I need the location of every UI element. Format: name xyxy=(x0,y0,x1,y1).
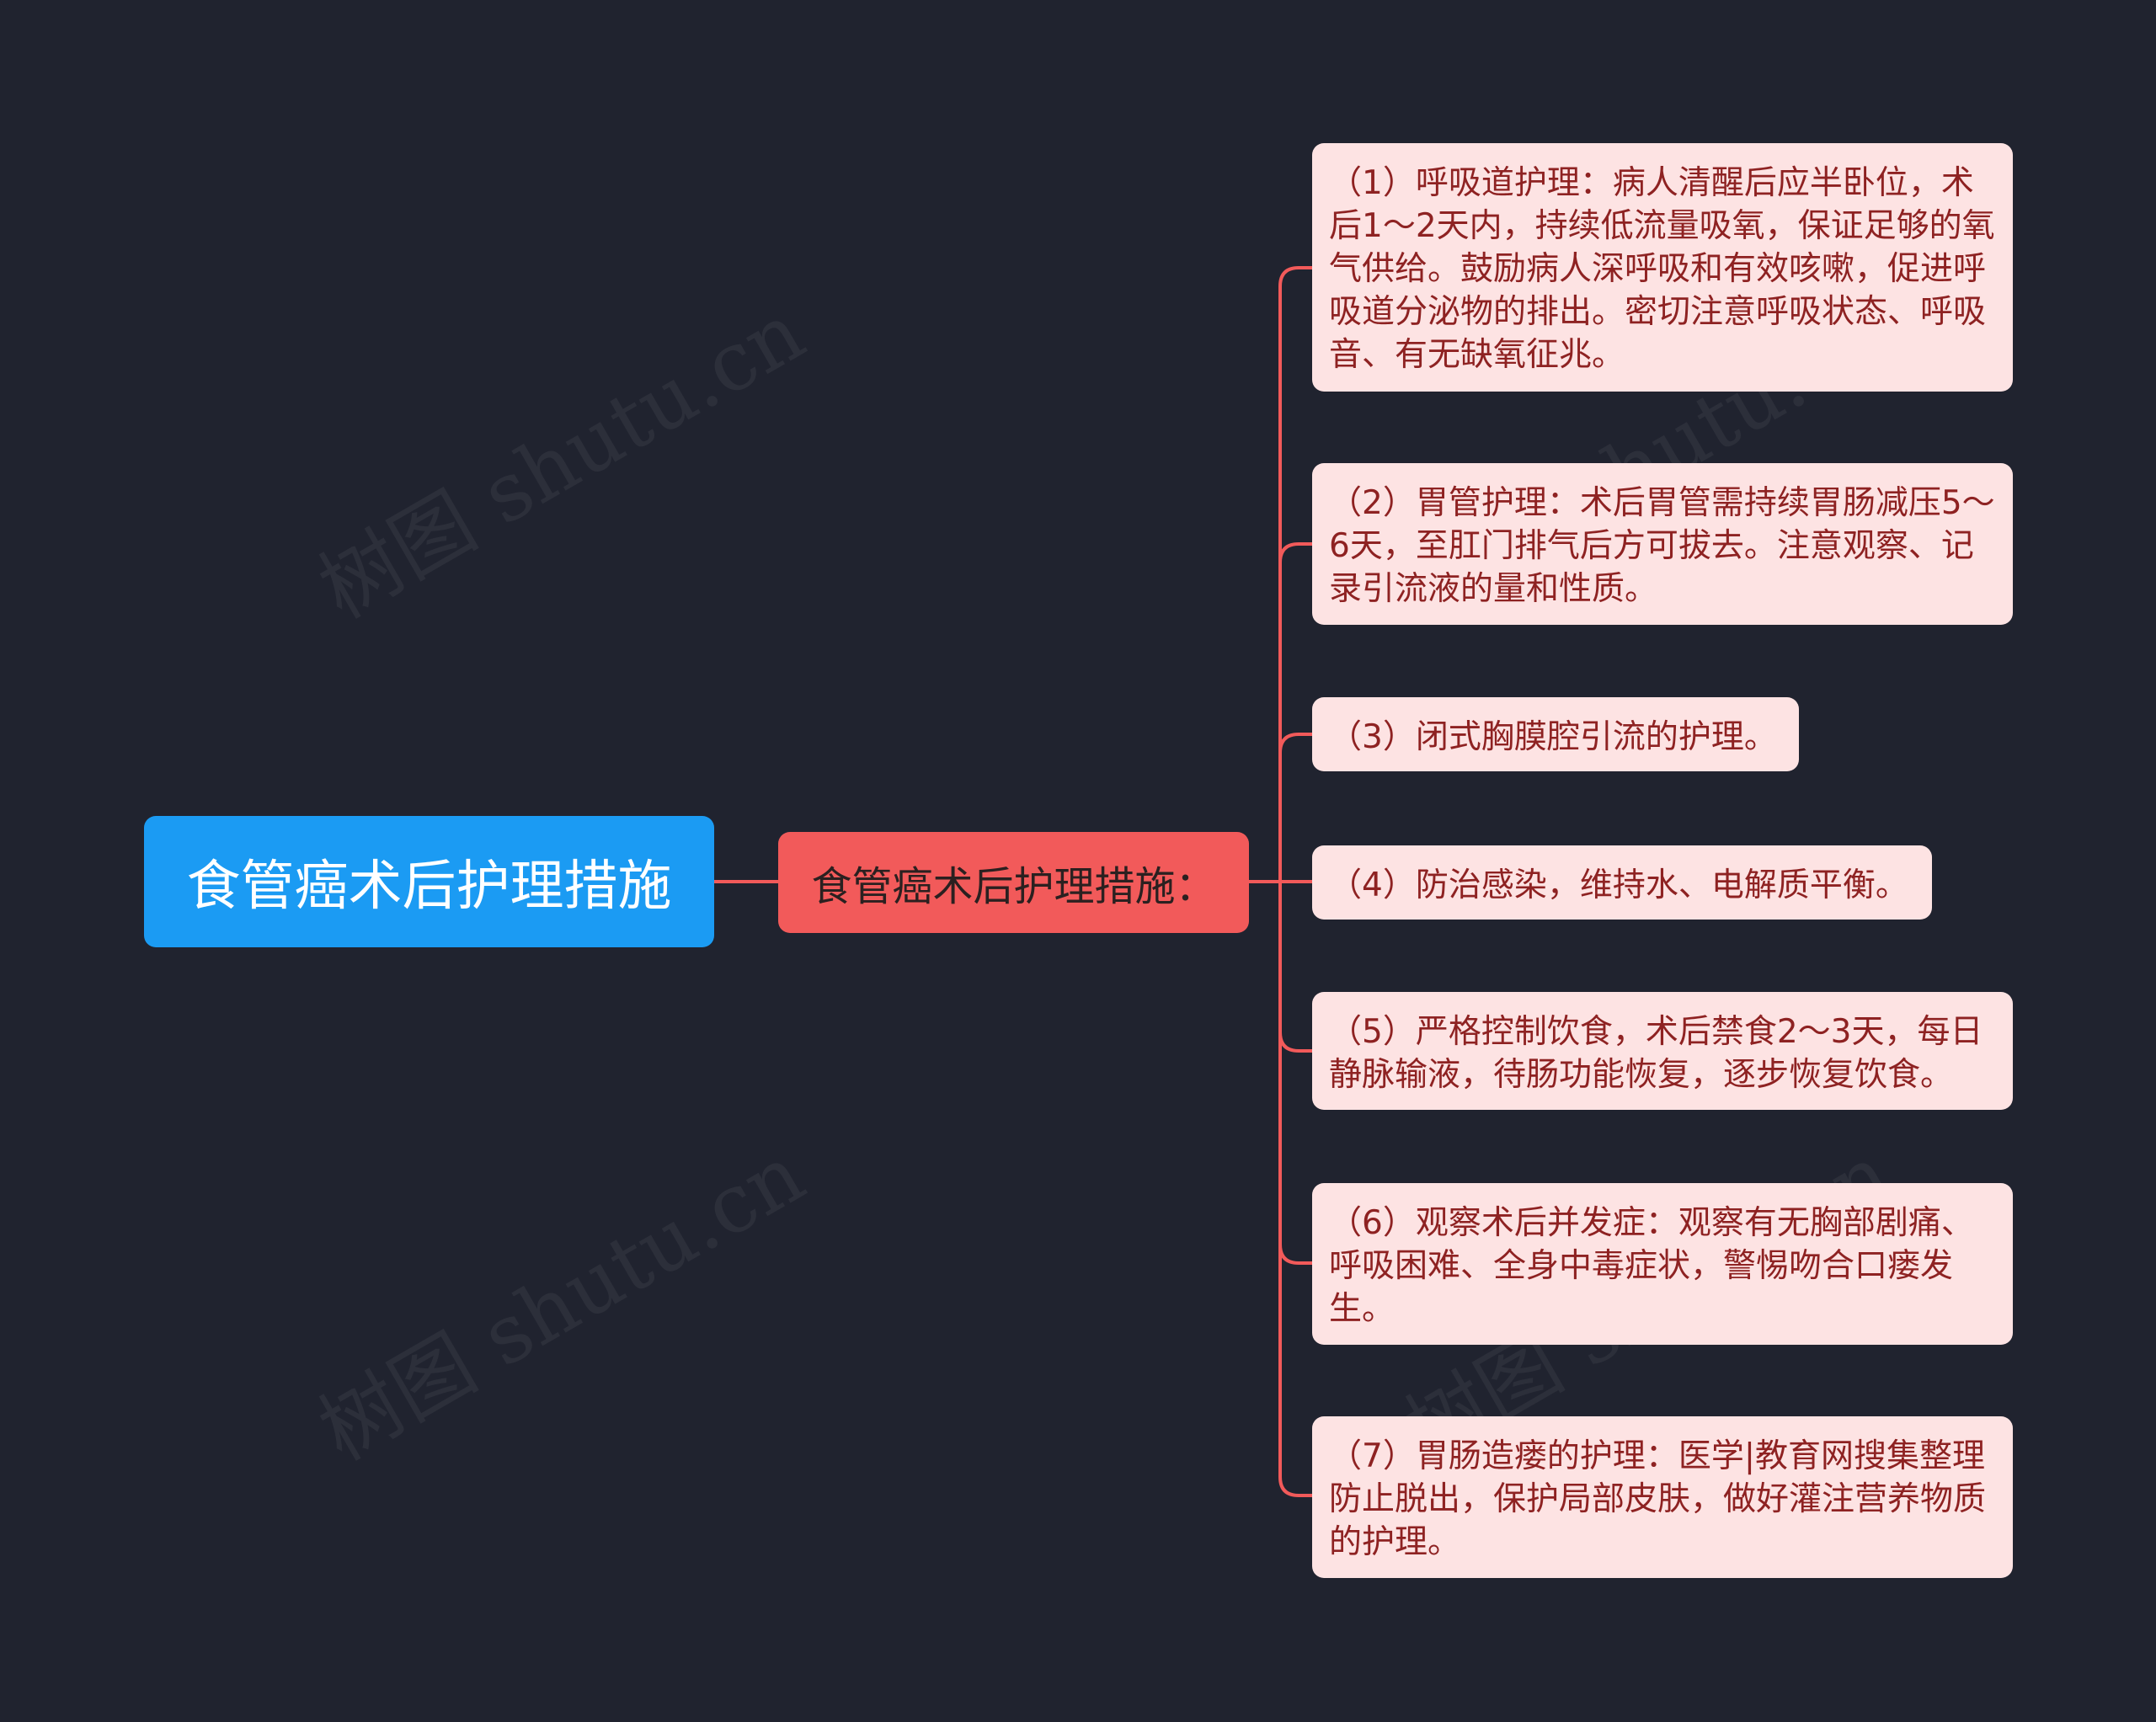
item-node-3[interactable]: （3）闭式胸膜腔引流的护理。 xyxy=(1312,697,1799,771)
item-text: （1）呼吸道护理：病人清醒后应半卧位，术后1～2天内，持续低流量吸氧，保证足够的… xyxy=(1329,164,1995,374)
item-text: （7）胃肠造瘘的护理：医学|教育网搜集整理防止脱出，保护局部皮肤，做好灌注营养物… xyxy=(1329,1437,1987,1561)
connector-item-5 xyxy=(1278,880,1314,1053)
item-node-5[interactable]: （5）严格控制饮食，术后禁食2～3天，每日静脉输液，待肠功能恢复，逐步恢复饮食。 xyxy=(1312,992,2013,1110)
connector-item-1 xyxy=(1278,266,1314,883)
subtopic-node[interactable]: 食管癌术后护理措施： xyxy=(778,832,1249,933)
item-text: （2）胃管护理：术后胃管需持续胃肠减压5～6天，至肛门排气后方可拔去。注意观察、… xyxy=(1329,484,1995,608)
subtopic-label: 食管癌术后护理措施： xyxy=(811,863,1216,910)
item-node-4[interactable]: （4）防治感染，维持水、电解质平衡。 xyxy=(1312,845,1932,920)
item-node-6[interactable]: （6）观察术后并发症：观察有无胸部剧痛、呼吸困难、全身中毒症状，警惕吻合口瘘发生… xyxy=(1312,1183,2013,1345)
item-node-7[interactable]: （7）胃肠造瘘的护理：医学|教育网搜集整理防止脱出，保护局部皮肤，做好灌注营养物… xyxy=(1312,1416,2013,1578)
connector-item-2 xyxy=(1278,542,1314,883)
item-node-1[interactable]: （1）呼吸道护理：病人清醒后应半卧位，术后1～2天内，持续低流量吸氧，保证足够的… xyxy=(1312,143,2013,392)
root-topic-label: 食管癌术后护理措施 xyxy=(186,856,672,918)
root-topic[interactable]: 食管癌术后护理措施 xyxy=(144,816,714,947)
item-text: （6）观察术后并发症：观察有无胸部剧痛、呼吸困难、全身中毒症状，警惕吻合口瘘发生… xyxy=(1329,1204,1974,1328)
item-text: （3）闭式胸膜腔引流的护理。 xyxy=(1329,718,1777,756)
connector-item-7 xyxy=(1278,880,1314,1497)
item-text: （5）严格控制饮食，术后禁食2～3天，每日静脉输液，待肠功能恢复，逐步恢复饮食。 xyxy=(1329,1013,1983,1094)
item-text: （4）防治感染，维持水、电解质平衡。 xyxy=(1329,866,1908,904)
connector-item-6 xyxy=(1278,880,1314,1265)
item-node-2[interactable]: （2）胃管护理：术后胃管需持续胃肠减压5～6天，至肛门排气后方可拔去。注意观察、… xyxy=(1312,463,2013,625)
connector-item-3 xyxy=(1278,733,1314,883)
